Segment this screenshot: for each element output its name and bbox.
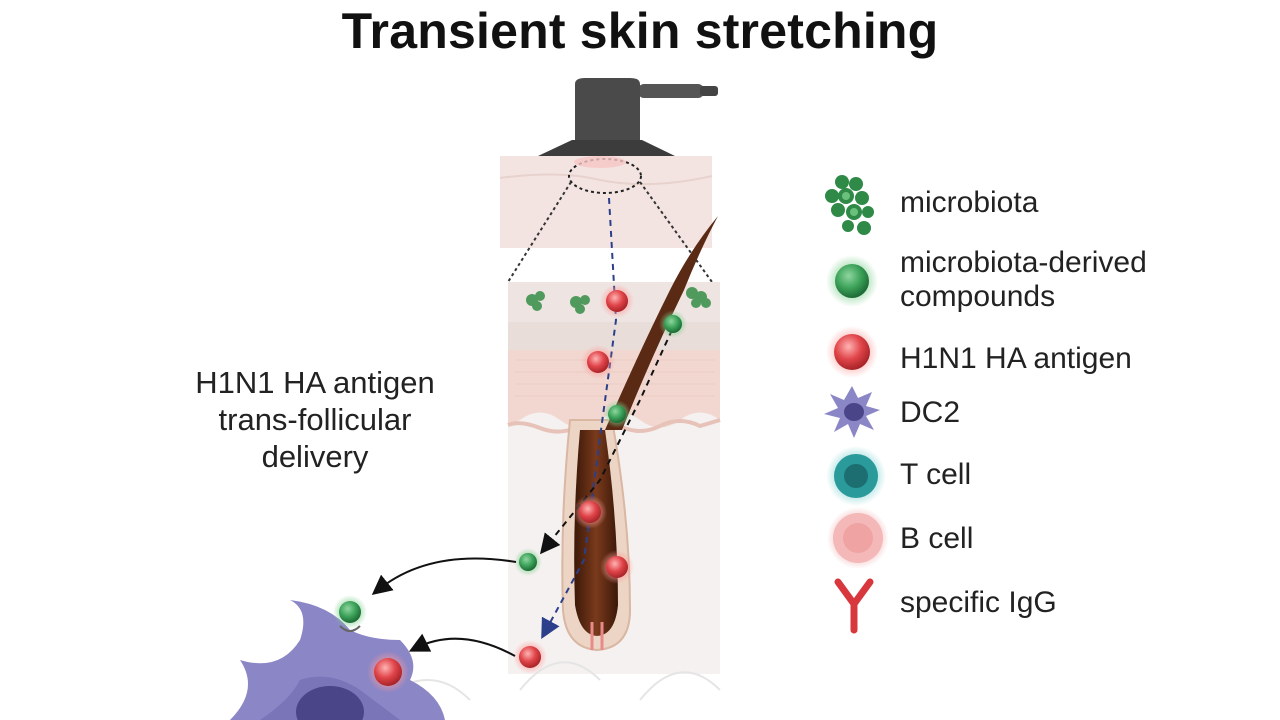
legend-label: T cell (900, 458, 972, 491)
legend-label: B cell (900, 522, 974, 555)
dendritic-cell-icon (824, 386, 880, 438)
legend-item-microbiota: microbiota (818, 186, 1258, 246)
antibody-icon (834, 578, 874, 634)
skin-surface-view (499, 156, 713, 248)
dendritic-cell (230, 595, 445, 720)
uptake-arrows (371, 557, 517, 657)
legend-label: specific IgG (900, 586, 1057, 619)
legend-label: H1N1 HA antigen (900, 342, 1132, 375)
legend-item-igg: specific IgG (818, 586, 1258, 646)
red-sphere-icon (826, 326, 878, 378)
surface-microbiota (526, 287, 711, 314)
stretching-device-icon (538, 78, 718, 156)
legend-label: microbiota (900, 186, 1039, 219)
delivery-label-line1: H1N1 HA antigen (195, 365, 435, 400)
legend-label-line1: microbiota-derived (900, 246, 1147, 279)
t-cell-icon (826, 446, 886, 506)
delivery-label: H1N1 HA antigen trans-follicular deliver… (150, 364, 480, 475)
legend-item-tcell: T cell (818, 458, 1258, 518)
delivery-paths (539, 197, 673, 640)
microbiota-cluster-icon (825, 175, 874, 235)
legend-item-antigen: H1N1 HA antigen (818, 342, 1258, 402)
delivery-label-line2: trans-follicular (218, 402, 412, 437)
legend-item-bcell: B cell (818, 522, 1258, 582)
legend-label-line2: compounds (900, 280, 1056, 313)
skin-particles (513, 284, 687, 674)
b-cell-icon (827, 507, 889, 569)
legend-item-compounds: microbiota-derived compounds (818, 246, 1258, 313)
green-sphere-icon (826, 255, 878, 307)
skin-cross-section (379, 282, 721, 701)
delivery-label-line3: delivery (261, 439, 369, 474)
legend-label: microbiota-derived compounds (900, 246, 1147, 314)
zoom-lines (507, 181, 713, 283)
page-title: Transient skin stretching (341, 3, 939, 59)
legend-label: DC2 (900, 396, 961, 429)
legend-item-dc2: DC2 (818, 396, 1258, 456)
